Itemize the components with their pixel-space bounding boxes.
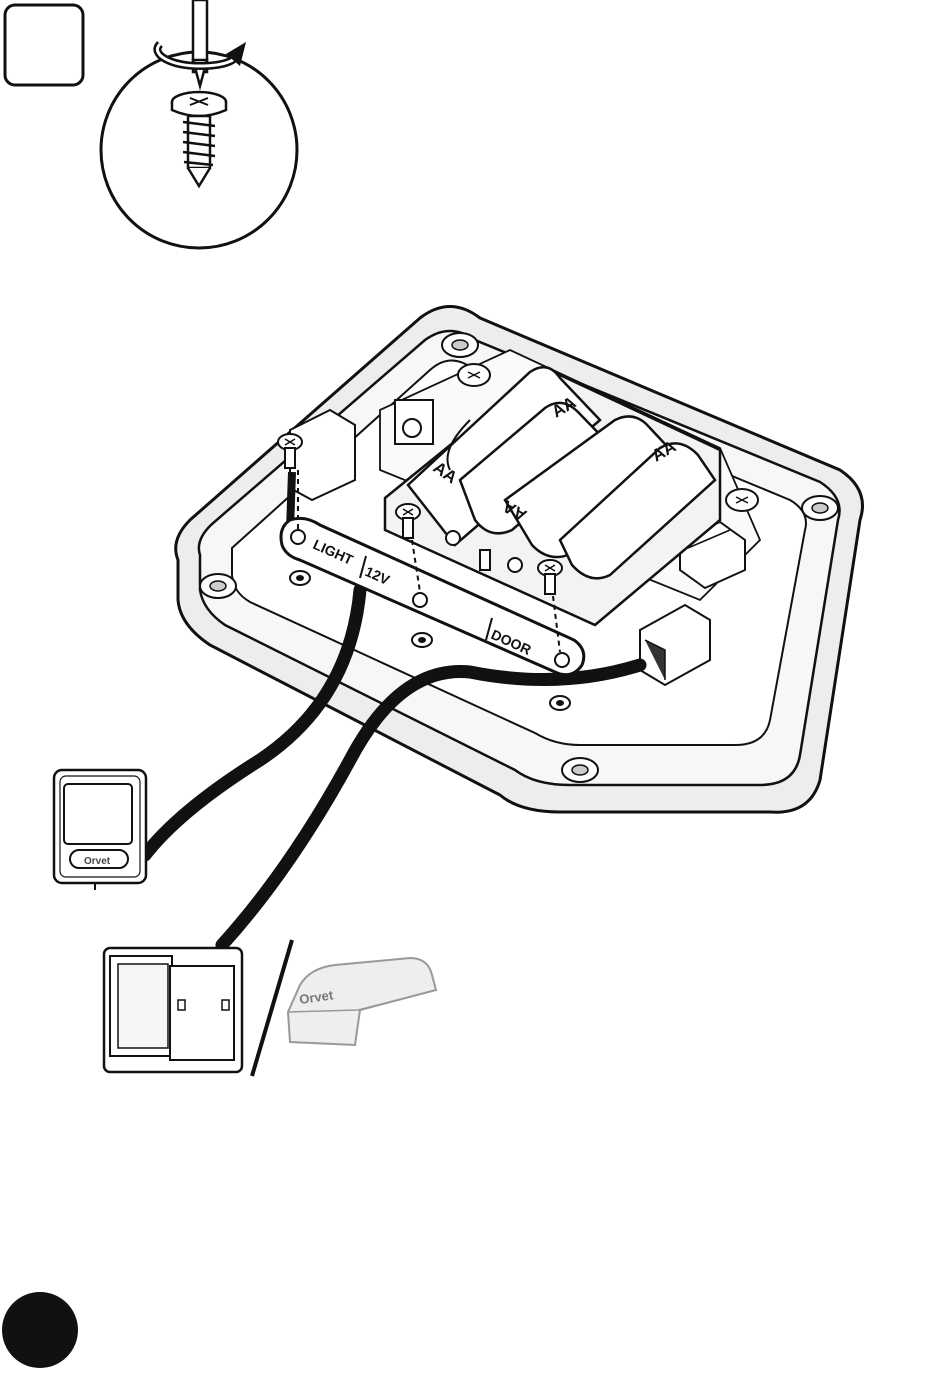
mount-boss [562, 758, 598, 782]
door-sensor-device [104, 948, 242, 1072]
alternative-divider [252, 940, 292, 1076]
pcb-screw [726, 489, 758, 511]
step-number-circle [2, 1292, 78, 1368]
mount-boss [200, 574, 236, 598]
mount-boss [802, 496, 838, 520]
mounting-hole [550, 696, 570, 710]
mount-boss [442, 333, 478, 357]
wireless-door-sensor: Orvet [288, 958, 436, 1045]
pcb-screw [458, 364, 490, 386]
screwdriver-icon [193, 0, 207, 86]
brand-logo: Orvet [84, 856, 111, 867]
step-box [5, 5, 83, 85]
screw-detail-callout [101, 0, 297, 248]
power-jack [395, 400, 433, 444]
mounting-hole [290, 571, 310, 585]
mounting-hole [412, 633, 432, 647]
light-controller-device: Orvet [54, 770, 146, 890]
